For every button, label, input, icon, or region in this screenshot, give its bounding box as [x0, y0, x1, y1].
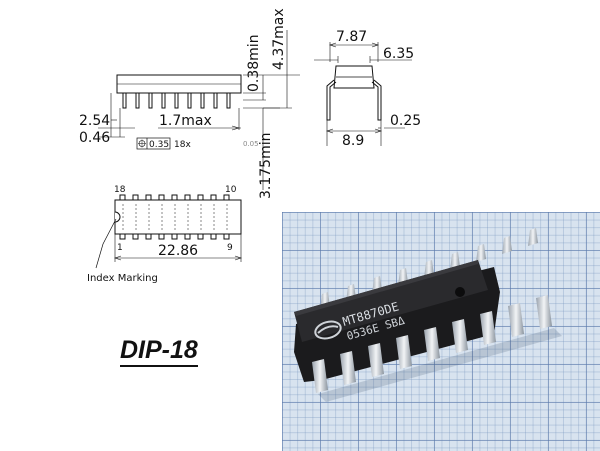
end-lead-left — [326, 79, 337, 121]
side-lead — [200, 93, 205, 109]
dim-row-spacing: 7.87 — [336, 29, 367, 45]
side-view — [98, 30, 300, 190]
dim-lead-width: 0.46 — [79, 130, 110, 146]
tolerance-value: 0.35 — [149, 140, 169, 150]
dim-body-width: 6.35 — [383, 46, 414, 62]
dim-outer-spread: 8.9 — [342, 133, 364, 149]
photo-lower-leads — [312, 295, 552, 393]
dim-height-min: 0.38min — [246, 34, 262, 92]
dim-lead-thickness: 0.25 — [390, 113, 421, 129]
index-notch — [114, 211, 121, 223]
dim-body-height: 4.37max — [271, 8, 287, 70]
dim-end-gap: 1.7max — [159, 113, 212, 129]
top-body — [114, 199, 242, 235]
photo-pin1-dot — [455, 287, 465, 297]
photo-logo — [314, 320, 342, 340]
side-lead — [161, 93, 166, 109]
index-marking-label: Index Marking — [87, 273, 158, 284]
side-lead — [148, 93, 153, 109]
dim-body-length: 22.86 — [158, 243, 198, 259]
pin-label-1: 1 — [117, 243, 123, 253]
dim-pitch: 2.54 — [79, 113, 110, 129]
side-lead — [187, 93, 192, 109]
side-lead — [135, 93, 140, 109]
dim-lead-length: 3.175min — [258, 133, 274, 199]
package-title: DIP-18 — [120, 336, 198, 367]
tolerance-frame — [136, 137, 171, 150]
pin-label-9: 9 — [227, 243, 233, 253]
pin-label-18: 18 — [114, 185, 126, 195]
index-leader — [95, 218, 117, 269]
side-lead — [174, 93, 179, 109]
chip-illustration: MT8870DE 0536E SBΔ — [294, 228, 562, 402]
top-pins-lower — [119, 233, 230, 240]
end-body — [333, 65, 375, 89]
end-view — [314, 42, 412, 146]
pin-label-10: 10 — [225, 185, 237, 195]
tolerance-count: 18x — [174, 140, 191, 150]
top-pins-upper — [119, 194, 230, 201]
side-lead — [213, 93, 218, 109]
side-lead — [122, 93, 127, 109]
top-view — [95, 194, 242, 269]
side-lead — [226, 93, 231, 109]
chip-photo: MT8870DE 0536E SBΔ — [282, 212, 600, 451]
svg-text:0.05: 0.05 — [243, 140, 259, 148]
end-lead-right — [371, 79, 382, 121]
